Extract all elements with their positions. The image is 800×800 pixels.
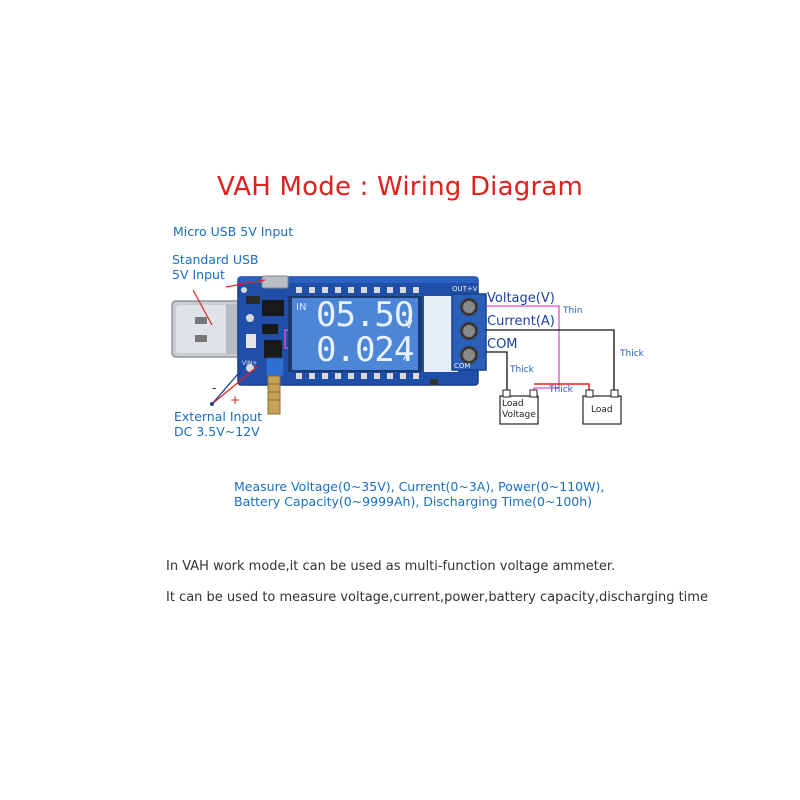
measure-line-1: Measure Voltage(0~35V), Current(0~3A), P…: [234, 479, 605, 494]
description-line-1: In VAH work mode,it can be used as multi…: [166, 559, 616, 574]
board-vin-label: VIN+: [242, 360, 258, 367]
board-out-label: OUT+V: [452, 285, 478, 293]
lcd-in-label: IN: [296, 302, 307, 313]
load-voltage-label-line1: Load: [502, 399, 524, 409]
standard-usb-label-line1: Standard USB: [172, 252, 259, 267]
diagram-title: VAH Mode : Wiring Diagram: [216, 172, 583, 202]
terminal-voltage-label: Voltage(V): [487, 291, 555, 306]
pcb-board: [237, 275, 479, 415]
load-label: Load: [591, 405, 613, 415]
wire-thick-bottom-label: Thick: [549, 385, 573, 395]
terminal-block: [451, 293, 487, 371]
micro-usb-label: Micro USB 5V Input: [173, 224, 294, 239]
load-voltage-box: [499, 389, 539, 425]
measure-line-2: Battery Capacity(0~9999Ah), Discharging …: [234, 494, 593, 509]
load-box: [582, 389, 622, 425]
wire-thin-label: Thin: [563, 306, 583, 316]
wire-thick-left-label: Thick: [510, 365, 534, 375]
standard-usb-label-line2: 5V Input: [172, 267, 225, 282]
board-com-label: COM: [454, 362, 471, 370]
terminal-current-label: Current(A): [487, 314, 555, 329]
terminal-com-label: COM: [487, 337, 518, 352]
wire-thick-right-label: Thick: [620, 349, 644, 359]
load-voltage-label-line2: Voltage: [502, 410, 536, 420]
plus-sign: +: [230, 393, 241, 407]
minus-sign: -: [212, 381, 217, 395]
description-line-2: It can be used to measure voltage,curren…: [166, 590, 708, 605]
lcd-current: 0.024: [316, 330, 414, 370]
pointer-lines: [192, 279, 266, 406]
lcd-current-unit: A: [403, 352, 410, 363]
external-input-label-line1: External Input: [174, 409, 263, 424]
lcd-voltage-unit: V: [405, 318, 413, 331]
lcd-voltage: 05.50: [316, 295, 414, 335]
external-input-label-line2: DC 3.5V~12V: [174, 424, 260, 439]
usb-plug: [171, 300, 245, 358]
